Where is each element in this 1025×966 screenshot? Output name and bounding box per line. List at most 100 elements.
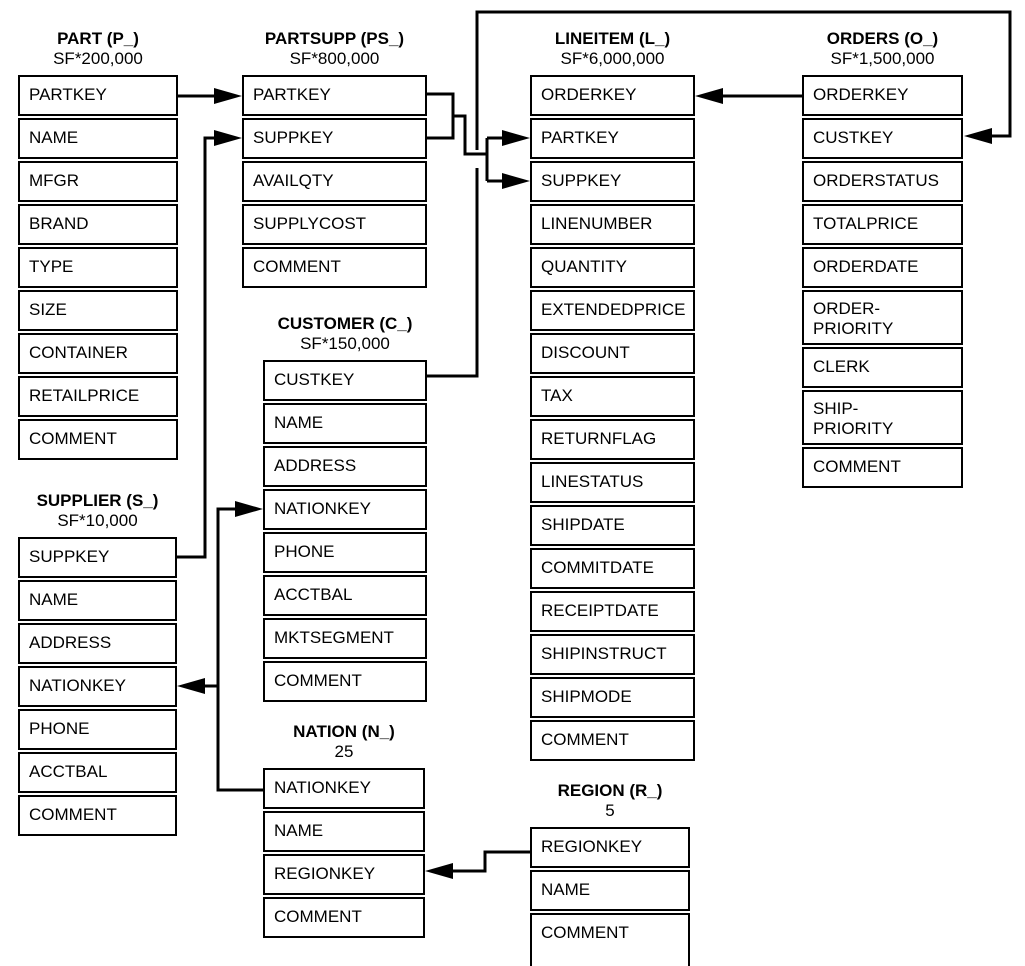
fk-line-customer-custkey-riser-lower bbox=[427, 168, 479, 378]
orders-clerk-row: CLERK bbox=[802, 347, 963, 388]
lineitem-shipdate-row: SHIPDATE bbox=[530, 505, 695, 546]
orders-orderkey-row: ORDERKEY bbox=[802, 75, 963, 116]
table-orders: ORDERS (O_) SF*1,500,000 ORDERKEY CUSTKE… bbox=[802, 28, 963, 490]
arrowhead-nation-regionkey bbox=[425, 863, 453, 879]
supplier-nationkey-row: NATIONKEY bbox=[18, 666, 177, 707]
part-retailprice-row: RETAILPRICE bbox=[18, 376, 178, 417]
nation-comment-row: COMMENT bbox=[263, 897, 425, 938]
supplier-suppkey-row: SUPPKEY bbox=[18, 537, 177, 578]
table-lineitem-box: ORDERKEY PARTKEY SUPPKEY LINENUMBER QUAN… bbox=[530, 75, 695, 761]
part-container-row: CONTAINER bbox=[18, 333, 178, 374]
table-region-box: REGIONKEY NAME COMMENT bbox=[530, 827, 690, 966]
table-lineitem: LINEITEM (L_) SF*6,000,000 ORDERKEY PART… bbox=[530, 28, 695, 763]
fk-line-supplier-suppkey-to-partsupp bbox=[177, 136, 214, 559]
part-brand-row: BRAND bbox=[18, 204, 178, 245]
table-part-box: PARTKEY NAME MFGR BRAND TYPE SIZE CONTAI… bbox=[18, 75, 178, 460]
partsupp-partkey-row: PARTKEY bbox=[242, 75, 427, 116]
customer-address-row: ADDRESS bbox=[263, 446, 427, 487]
nation-nationkey-row: NATIONKEY bbox=[263, 768, 425, 809]
lineitem-suppkey-row: SUPPKEY bbox=[530, 161, 695, 202]
arrowhead-lineitem-orderkey bbox=[695, 88, 723, 104]
table-nation: NATION (N_) 25 NATIONKEY NAME REGIONKEY … bbox=[263, 721, 425, 940]
arrowhead-supplier-nationkey bbox=[177, 678, 205, 694]
table-partsupp-title: PARTSUPP (PS_) bbox=[264, 29, 405, 48]
table-part: PART (P_) SF*200,000 PARTKEY NAME MFGR B… bbox=[18, 28, 178, 462]
table-part-cardinality: SF*200,000 bbox=[53, 49, 143, 68]
part-name-row: NAME bbox=[18, 118, 178, 159]
table-customer-box: CUSTKEY NAME ADDRESS NATIONKEY PHONE ACC… bbox=[263, 360, 427, 702]
orders-shippriority-row: SHIP- PRIORITY bbox=[802, 390, 963, 445]
orders-orderstatus-row: ORDERSTATUS bbox=[802, 161, 963, 202]
lineitem-shipmode-row: SHIPMODE bbox=[530, 677, 695, 718]
supplier-acctbal-row: ACCTBAL bbox=[18, 752, 177, 793]
table-orders-cardinality: SF*1,500,000 bbox=[830, 49, 935, 68]
table-nation-title: NATION (N_) bbox=[293, 722, 395, 741]
region-regionkey-row: REGIONKEY bbox=[530, 827, 690, 868]
lineitem-tax-row: TAX bbox=[530, 376, 695, 417]
table-lineitem-cardinality: SF*6,000,000 bbox=[560, 49, 665, 68]
part-type-row: TYPE bbox=[18, 247, 178, 288]
region-comment-row: COMMENT bbox=[530, 913, 690, 966]
arrowhead-lineitem-partkey bbox=[502, 130, 530, 146]
region-name-row: NAME bbox=[530, 870, 690, 911]
table-part-title: PART (P_) bbox=[57, 29, 139, 48]
partsupp-comment-row: COMMENT bbox=[242, 247, 427, 288]
orders-orderpriority-row: ORDER- PRIORITY bbox=[802, 290, 963, 345]
table-region: REGION (R_) 5 REGIONKEY NAME COMMENT bbox=[530, 780, 690, 966]
part-size-row: SIZE bbox=[18, 290, 178, 331]
lineitem-comment-row: COMMENT bbox=[530, 720, 695, 761]
fk-line-partsupp-keys-merge bbox=[427, 92, 455, 140]
part-partkey-row: PARTKEY bbox=[18, 75, 178, 116]
table-region-cardinality: 5 bbox=[605, 801, 615, 820]
supplier-name-row: NAME bbox=[18, 580, 177, 621]
orders-custkey-row: CUSTKEY bbox=[802, 118, 963, 159]
fk-line-partsupp-to-lineitem-trunk bbox=[453, 114, 487, 156]
supplier-address-row: ADDRESS bbox=[18, 623, 177, 664]
customer-comment-row: COMMENT bbox=[263, 661, 427, 702]
table-partsupp-cardinality: SF*800,000 bbox=[289, 49, 380, 68]
table-customer-title: CUSTOMER (C_) bbox=[277, 314, 413, 333]
arrowhead-customer-nationkey bbox=[235, 501, 263, 517]
lineitem-shipinstruct-row: SHIPINSTRUCT bbox=[530, 634, 695, 675]
partsupp-suppkey-row: SUPPKEY bbox=[242, 118, 427, 159]
lineitem-quantity-row: QUANTITY bbox=[530, 247, 695, 288]
arrowhead-orders-custkey bbox=[964, 128, 992, 144]
partsupp-availqty-row: AVAILQTY bbox=[242, 161, 427, 202]
orders-comment-row: COMMENT bbox=[802, 447, 963, 488]
orders-totalprice-row: TOTALPRICE bbox=[802, 204, 963, 245]
nation-regionkey-row: REGIONKEY bbox=[263, 854, 425, 895]
lineitem-receiptdate-row: RECEIPTDATE bbox=[530, 591, 695, 632]
customer-acctbal-row: ACCTBAL bbox=[263, 575, 427, 616]
table-supplier: SUPPLIER (S_) SF*10,000 SUPPKEY NAME ADD… bbox=[18, 490, 177, 838]
arrowhead-partsupp-suppkey bbox=[214, 130, 242, 146]
partsupp-supplycost-row: SUPPLYCOST bbox=[242, 204, 427, 245]
table-supplier-title: SUPPLIER (S_) bbox=[36, 491, 159, 510]
lineitem-discount-row: DISCOUNT bbox=[530, 333, 695, 374]
table-partsupp: PARTSUPP (PS_) SF*800,000 PARTKEY SUPPKE… bbox=[242, 28, 427, 290]
table-orders-title: ORDERS (O_) bbox=[826, 29, 939, 48]
lineitem-linestatus-row: LINESTATUS bbox=[530, 462, 695, 503]
table-nation-box: NATIONKEY NAME REGIONKEY COMMENT bbox=[263, 768, 425, 938]
table-orders-box: ORDERKEY CUSTKEY ORDERSTATUS TOTALPRICE … bbox=[802, 75, 963, 488]
table-nation-cardinality: 25 bbox=[334, 742, 354, 761]
orders-orderdate-row: ORDERDATE bbox=[802, 247, 963, 288]
nation-name-row: NAME bbox=[263, 811, 425, 852]
lineitem-commitdate-row: COMMITDATE bbox=[530, 548, 695, 589]
table-region-title: REGION (R_) bbox=[557, 781, 663, 800]
table-partsupp-box: PARTKEY SUPPKEY AVAILQTY SUPPLYCOST COMM… bbox=[242, 75, 427, 288]
lineitem-orderkey-row: ORDERKEY bbox=[530, 75, 695, 116]
lineitem-returnflag-row: RETURNFLAG bbox=[530, 419, 695, 460]
lineitem-partkey-row: PARTKEY bbox=[530, 118, 695, 159]
supplier-comment-row: COMMENT bbox=[18, 795, 177, 836]
table-customer-cardinality: SF*150,000 bbox=[300, 334, 390, 353]
customer-name-row: NAME bbox=[263, 403, 427, 444]
customer-custkey-row: CUSTKEY bbox=[263, 360, 427, 401]
table-lineitem-title: LINEITEM (L_) bbox=[554, 29, 671, 48]
table-supplier-box: SUPPKEY NAME ADDRESS NATIONKEY PHONE ACC… bbox=[18, 537, 177, 836]
table-supplier-cardinality: SF*10,000 bbox=[57, 511, 138, 530]
lineitem-extendedprice-row: EXTENDEDPRICE bbox=[530, 290, 695, 331]
fk-line-region-regionkey-to-nation bbox=[453, 850, 530, 873]
lineitem-linenumber-row: LINENUMBER bbox=[530, 204, 695, 245]
part-comment-row: COMMENT bbox=[18, 419, 178, 460]
